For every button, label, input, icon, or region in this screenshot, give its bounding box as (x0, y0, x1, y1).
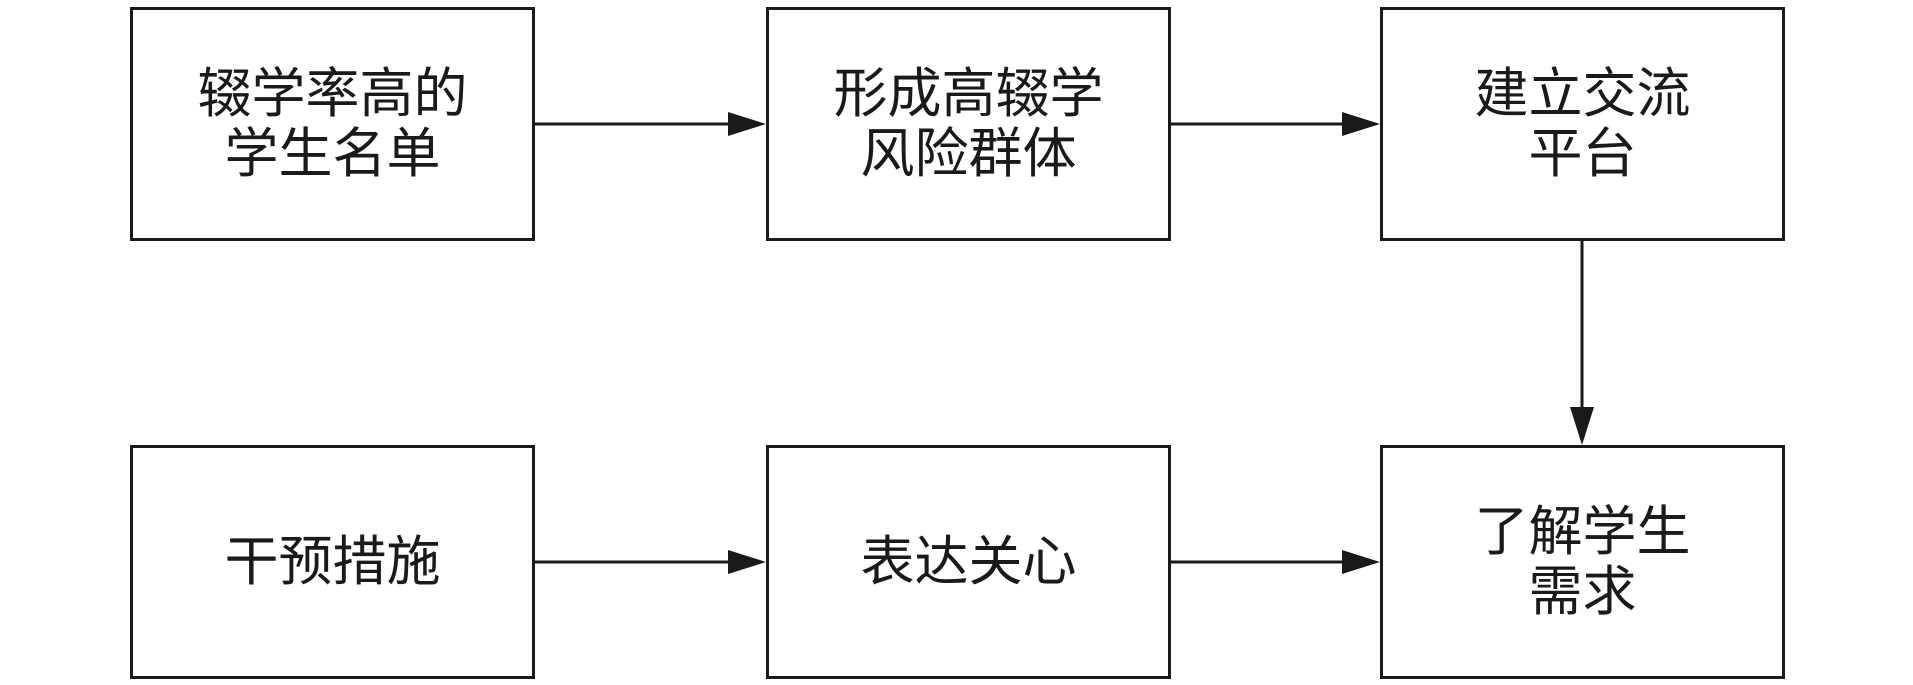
node-label-line1: 辍学率高的 (197, 62, 468, 125)
node-label-line1: 建立交流 (1474, 62, 1691, 125)
arrow-b5-b6-head (1342, 550, 1380, 574)
node-understand-needs: 了解学生 需求 (1380, 445, 1785, 679)
node-communication-platform: 建立交流 平台 (1380, 7, 1785, 241)
node-label-line2: 平台 (1528, 122, 1637, 185)
arrow-b2-b3-head (1342, 112, 1380, 136)
node-dropout-student-list: 辍学率高的 学生名单 (130, 7, 535, 241)
node-label-line1: 表达关心 (860, 530, 1077, 593)
node-label-line2: 学生名单 (224, 122, 441, 185)
node-label-line1: 了解学生 (1474, 500, 1691, 563)
arrow-b1-b2-head (728, 112, 766, 136)
node-intervention-measures: 干预措施 (130, 445, 535, 679)
node-label-line1: 形成高辍学 (833, 62, 1104, 125)
node-label-line2: 风险群体 (860, 122, 1077, 185)
arrow-b4-b5-head (728, 550, 766, 574)
arrow-b3-b6-head (1570, 407, 1594, 445)
node-label-line1: 干预措施 (224, 530, 441, 593)
node-high-risk-group: 形成高辍学 风险群体 (766, 7, 1171, 241)
node-express-care: 表达关心 (766, 445, 1171, 679)
node-label-line2: 需求 (1528, 560, 1637, 623)
